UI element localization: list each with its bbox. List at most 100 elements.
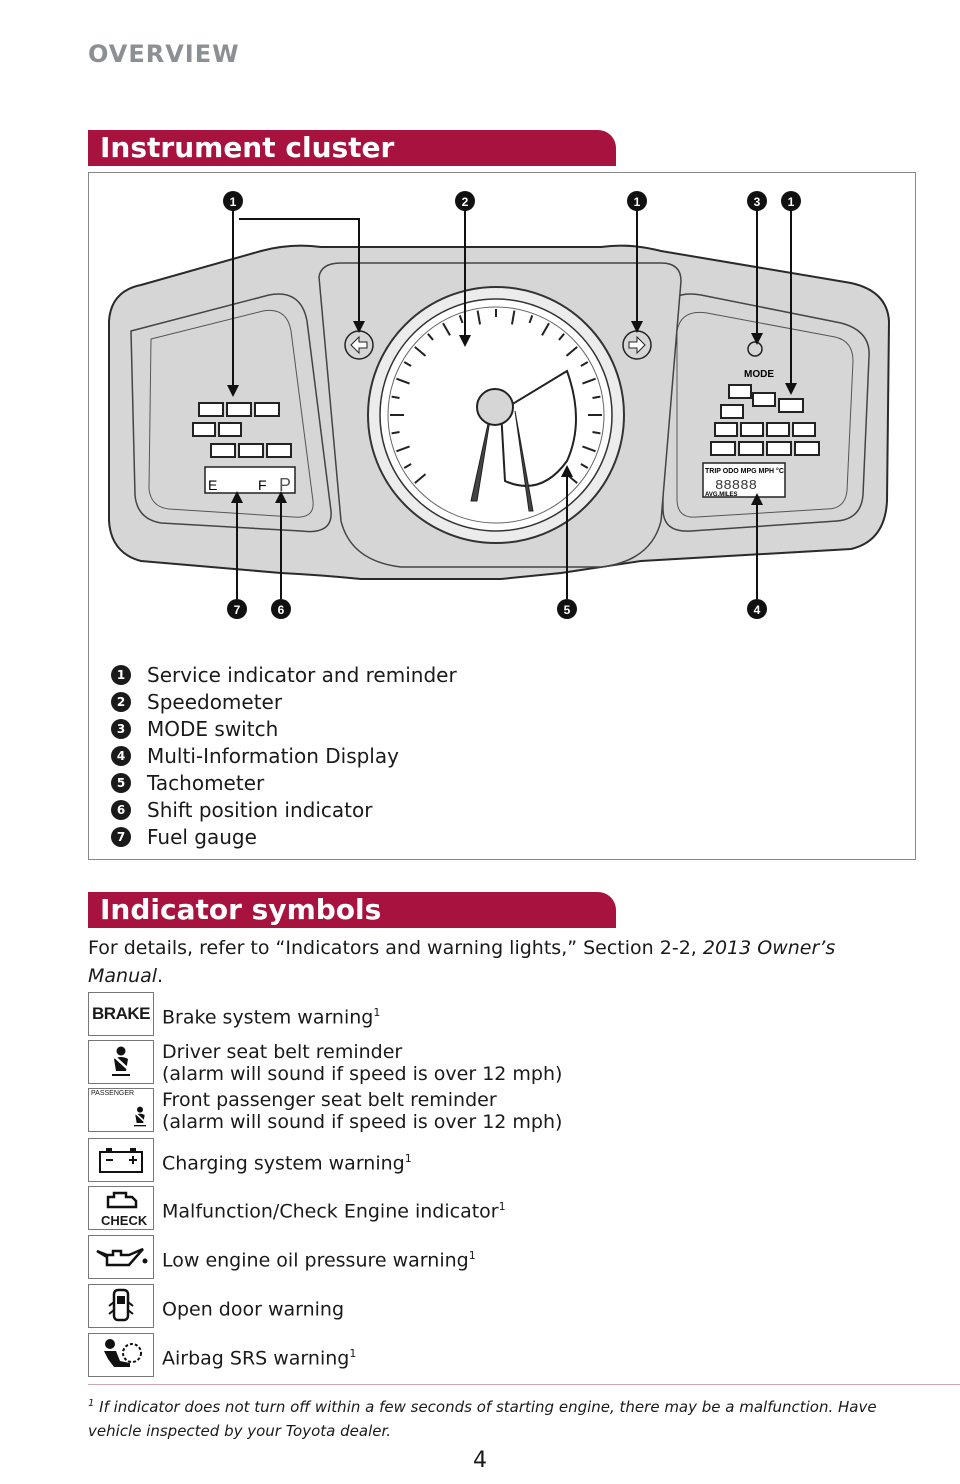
symbol-label: Charging system warning1 (162, 1138, 412, 1174)
fuel-display (204, 466, 296, 494)
legend-item: 2 Speedometer (111, 688, 457, 715)
svg-text:5: 5 (564, 603, 571, 617)
callout-6: 6 (271, 599, 291, 619)
instrument-cluster-figure: E F P MODE TRIP ODO MPG MPH °C 88888 AVG… (88, 172, 916, 860)
footnote-ref: 1 (498, 1200, 506, 1213)
callout-7: 7 (227, 599, 247, 619)
park-label: P (279, 475, 291, 495)
footnote-text: If indicator does not turn off within a … (88, 1398, 877, 1440)
legend-item: 5 Tachometer (111, 769, 457, 796)
symbol-label: Front passenger seat belt reminder(alarm… (162, 1088, 562, 1133)
legend-number: 1 (111, 664, 131, 685)
svg-text:6: 6 (278, 603, 285, 617)
callout-1b: 1 (627, 191, 647, 211)
cluster-inner-right-b (676, 311, 854, 518)
legend-number: 4 (111, 745, 131, 766)
mid-avg-label: AVG.MILES (705, 492, 738, 498)
right-arrow-icon (628, 335, 646, 355)
gauge-tick (396, 377, 410, 385)
legend-label: Multi-Information Display (147, 743, 399, 768)
cluster-inner-left-b (148, 309, 314, 518)
legend-item: 1 Service indicator and reminder (111, 661, 457, 688)
footnote-divider (88, 1384, 960, 1385)
section-title: OVERVIEW (88, 40, 240, 68)
intro-period: . (157, 965, 164, 987)
check-engine-icon: CHECK (88, 1186, 154, 1230)
passenger-seatbelt-icon: PASSENGER (88, 1088, 154, 1132)
seatbelt-icon (88, 1040, 154, 1084)
callout-arrowheads (227, 321, 797, 505)
svg-text:2: 2 (462, 195, 469, 209)
legend-label: Speedometer (147, 689, 283, 714)
legend-number: 2 (111, 691, 131, 712)
indicator-symbols-heading: Indicator symbols (88, 892, 616, 928)
svg-text:3: 3 (754, 195, 761, 209)
symbol-label-text: Malfunction/Check Engine indicator (162, 1200, 499, 1223)
symbol-label: Driver seat belt reminder(alarm will sou… (162, 1040, 562, 1085)
gauge-tick (391, 395, 400, 399)
symbol-label-note: (alarm will sound if speed is over 12 mp… (162, 1063, 563, 1085)
symbol-label: Malfunction/Check Engine indicator1 (162, 1186, 506, 1222)
gauge-tick (582, 377, 596, 385)
gauge-tick (582, 445, 596, 453)
legend-item: 7 Fuel gauge (111, 823, 457, 850)
left-arrow-icon (350, 335, 368, 355)
gauge-tick (528, 315, 534, 324)
airbag-icon (88, 1333, 154, 1377)
legend-label: Service indicator and reminder (147, 662, 457, 687)
gauge-tick (558, 333, 565, 341)
gauge-tick (580, 463, 589, 469)
symbol-label-text: Low engine oil pressure warning (162, 1249, 469, 1272)
oil-can-icon (88, 1235, 154, 1279)
legend-label: Tachometer (147, 770, 265, 795)
instrument-cluster-diagram: E F P MODE TRIP ODO MPG MPH °C 88888 AVG… (108, 191, 891, 619)
page-number: 4 (473, 1448, 487, 1473)
legend-number: 6 (111, 799, 131, 820)
gauge-tick (442, 322, 451, 336)
symbol-row-brake: BRAKE Brake system warning1 (88, 992, 380, 1036)
symbol-row-airbag: Airbag SRS warning1 (88, 1333, 356, 1377)
symbol-label: Open door warning (162, 1284, 344, 1320)
speedometer-ticks (390, 309, 602, 484)
svg-text:1: 1 (788, 195, 795, 209)
open-door-icon (88, 1284, 154, 1328)
passenger-icon-text: PASSENGER (91, 1090, 135, 1097)
svg-text:7: 7 (234, 603, 241, 617)
callout-1c: 1 (781, 191, 801, 211)
gauge-tick (403, 361, 412, 367)
mode-label: MODE (744, 369, 774, 380)
callout-1a: 1 (223, 191, 243, 211)
callout-3: 3 (747, 191, 767, 211)
svg-text:1: 1 (634, 195, 641, 209)
gauge-hub (476, 388, 514, 426)
callout-leader-lines (232, 209, 792, 599)
gauge-tick (510, 310, 516, 325)
symbol-row-check-engine: CHECK Malfunction/Check Engine indicator… (88, 1186, 506, 1230)
legend-number: 5 (111, 772, 131, 793)
symbol-row-charging: Charging system warning1 (88, 1138, 412, 1182)
gauge-tick (414, 473, 427, 484)
mode-switch (747, 341, 763, 357)
battery-icon (88, 1138, 154, 1182)
tachometer-needle (514, 410, 534, 512)
callout-5: 5 (557, 599, 577, 619)
fuel-full-label: F (258, 477, 267, 493)
mid-mode-labels: TRIP ODO MPG MPH °C (705, 467, 784, 475)
legend-item: 4 Multi-Information Display (111, 742, 457, 769)
indicator-intro: For details, refer to “Indicators and wa… (88, 934, 908, 990)
footnote-ref: 1 (373, 1006, 381, 1019)
right-warning-lamps (710, 384, 820, 456)
gauge-tick (580, 361, 589, 367)
symbol-row-open-door: Open door warning (88, 1284, 344, 1328)
cluster-legend: 1 Service indicator and reminder 2 Speedom… (111, 661, 457, 850)
gauge-tick (541, 322, 550, 336)
mid-digits: 88888 (715, 478, 757, 494)
footnote-ref: 1 (468, 1249, 476, 1262)
footnote: 1 If indicator does not turn off within … (88, 1392, 888, 1443)
symbol-label: Airbag SRS warning1 (162, 1333, 356, 1369)
gauge-tick (476, 310, 482, 325)
legend-label: Fuel gauge (147, 824, 257, 849)
symbol-label-text: Front passenger seat belt reminder (162, 1089, 497, 1111)
symbol-row-oil-pressure: Low engine oil pressure warning1 (88, 1235, 476, 1279)
legend-number: 7 (111, 826, 131, 847)
